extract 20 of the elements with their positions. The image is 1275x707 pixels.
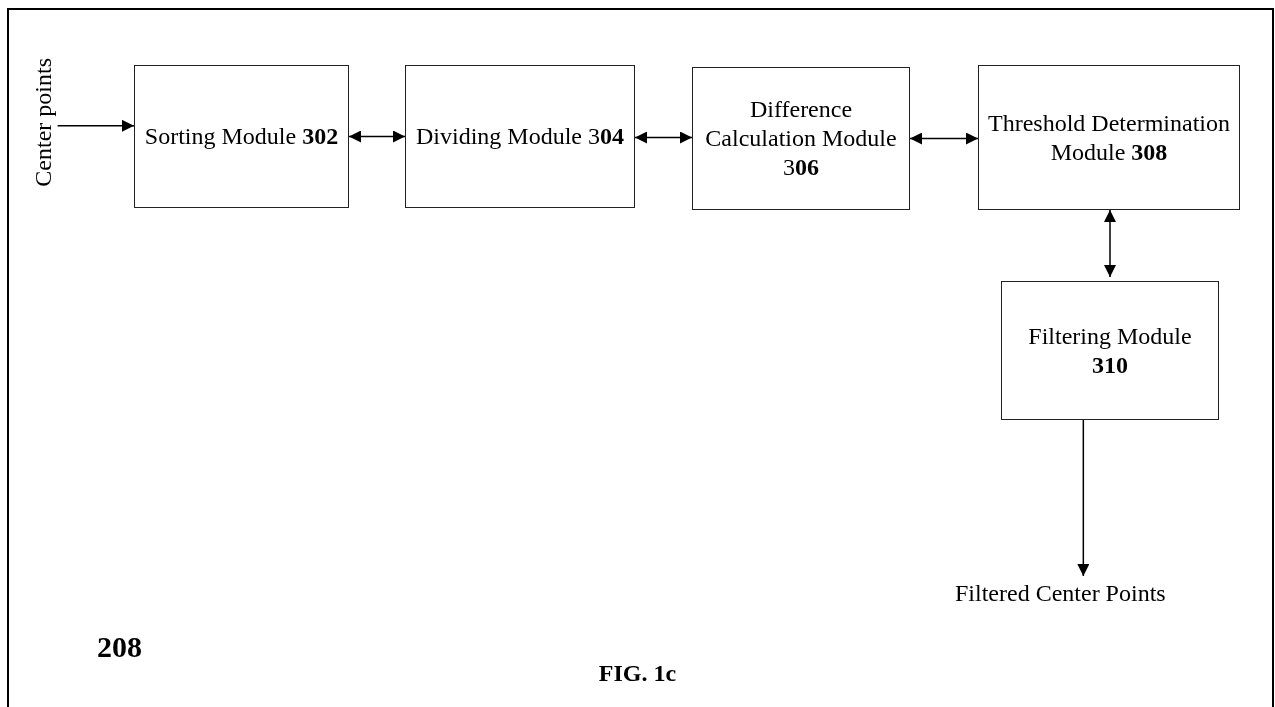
module-box — [1001, 281, 1219, 420]
module-box — [134, 65, 349, 208]
module-label: Difference Calculation Module 306 — [704, 95, 898, 182]
figure-caption: FIG. 1c — [597, 660, 678, 687]
arrow — [634, 131, 693, 144]
arrow — [348, 130, 406, 143]
arrow — [1077, 419, 1090, 577]
reference-number: 208 — [97, 630, 142, 664]
io-label: Filtered Center Points — [955, 580, 1166, 608]
module-label: Threshold Determination Module 308 — [987, 108, 1231, 167]
io-label: Center points — [30, 58, 58, 187]
arrow — [909, 132, 979, 145]
module-box — [405, 65, 635, 208]
arrow — [56, 119, 135, 132]
module-label: Filtering Module 310 — [1027, 321, 1193, 380]
module-label: Dividing Module 304 — [415, 122, 625, 151]
module-box — [978, 65, 1240, 210]
arrow — [1104, 209, 1116, 278]
module-box — [692, 67, 910, 210]
module-label: Sorting Module 302 — [143, 122, 340, 151]
